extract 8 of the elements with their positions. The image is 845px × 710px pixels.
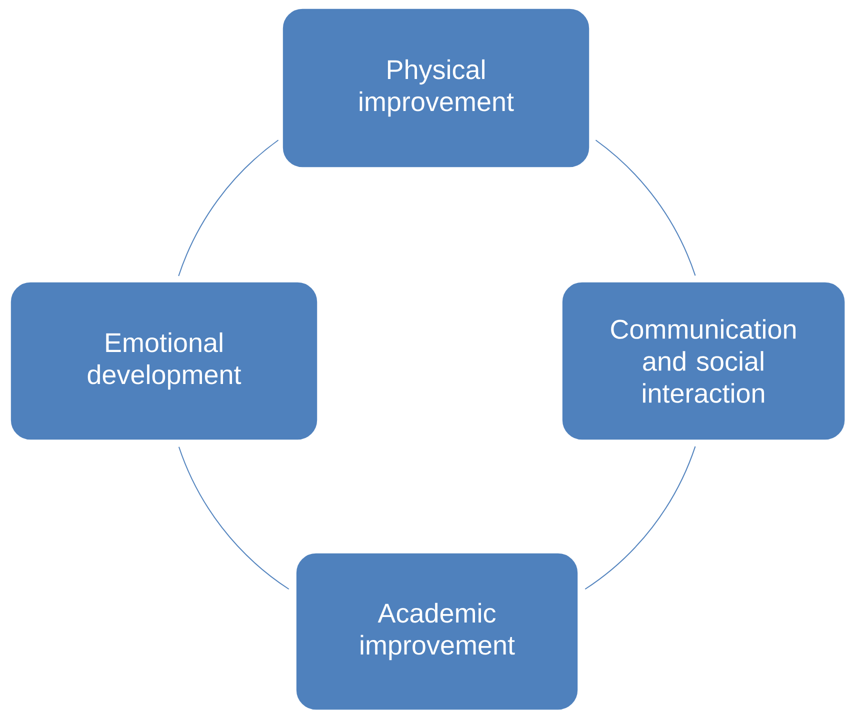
connector-arc xyxy=(595,140,696,276)
process-box: Emotional development xyxy=(10,282,318,440)
process-box: Academic improvement xyxy=(296,552,578,710)
process-box: Communication and social interaction xyxy=(562,282,845,440)
connector-arc xyxy=(178,446,290,590)
connector-arc xyxy=(178,140,279,277)
connector-arc xyxy=(584,446,696,590)
process-box: Physical improvement xyxy=(282,8,590,168)
